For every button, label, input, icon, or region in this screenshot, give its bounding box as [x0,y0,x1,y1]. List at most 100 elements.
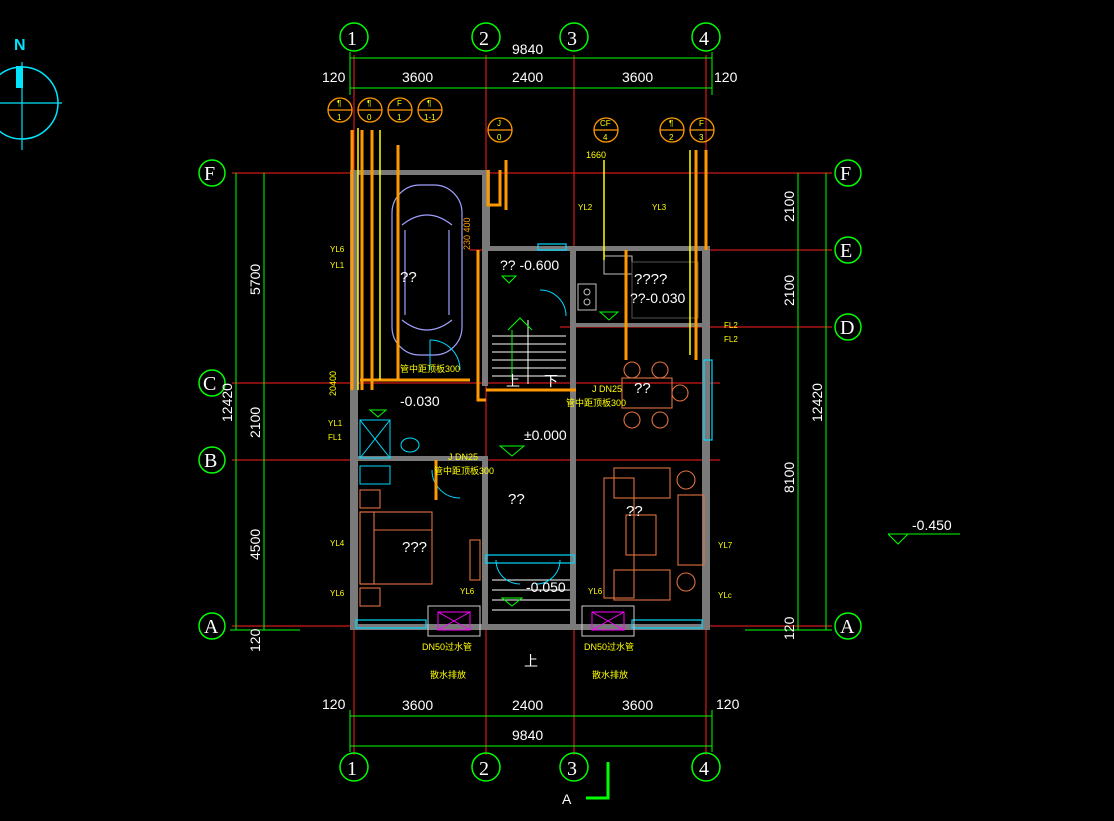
tag-tl-1-bot: 1 [337,113,342,122]
tag-tl-2-top: ¶ [367,99,371,108]
riser-right-4: YL7 [718,541,733,550]
dim-right-8100: 8100 [781,462,797,493]
note-pipe-bath: 管中距顶板300 [434,465,494,476]
axis-top-2: 2 [479,28,489,50]
riser-left-5: YL6 [330,589,345,598]
stairs [492,317,570,611]
elev-ground: ±0.000 [524,427,567,443]
room-dining: ?? [634,380,651,397]
axis-markers-right: F E D A [834,159,862,640]
note-pipe-garage: 管中距顶板300 [400,363,460,374]
furniture [359,361,705,607]
dim-bottom-120-left: 120 [322,696,346,712]
tag-tr-1-bot: 4 [603,133,608,142]
riser-left-0: YL6 [330,245,345,254]
dim-right-120: 120 [781,616,797,640]
riser-right-0: YL2 [578,203,593,212]
dim-right-2100-a: 2100 [781,191,797,222]
riser-right-1: YL3 [652,203,667,212]
note-pipe-width: 230 400 [462,217,472,250]
tag-tl-4-bot: 1-1 [424,113,436,122]
kitchen-fixtures [577,255,699,319]
note-20400: 20400 [328,371,338,396]
dim-left-5700: 5700 [247,264,263,295]
dim-bottom-120-right: 120 [716,696,740,712]
dim-bottom-3600-a: 3600 [402,697,433,713]
note-dn25-left: J DN25 [448,452,478,462]
tag-tm-bot: 0 [497,133,502,142]
drain-boxes [427,605,635,637]
bathroom-fixtures [359,419,420,485]
elevation-marks: ?? -0.600 ??-0.030 -0.030 ±0.000 -0.050 … [368,257,960,607]
riser-labels: YL6 YL1 YL1 FL1 YL4 YL6 YL6 YL2 YL3 FL2 … [328,203,738,600]
axis-top-1: 1 [347,28,357,50]
axis-top-3: 3 [567,28,577,50]
pipe-tags-top: ¶ 1 ¶ 0 F 1 ¶ 1-1 J 0 CF 4 ¶ 2 F 3 [327,97,715,143]
riser-left-6: YL6 [460,587,475,596]
stair-up-label: 上 [506,373,520,389]
room-kitchen: ???? [634,271,667,288]
note-drain-left: 散水排放 [430,669,466,680]
riser-left-3: FL1 [328,433,342,442]
dim-top-120-right: 120 [714,69,738,85]
walls [350,170,710,630]
elev-kitchen: ??-0.030 [630,290,685,306]
note-pipe-hall: 管中距顶板300 [566,397,626,408]
tag-tl-1-top: ¶ [337,99,341,108]
dim-top-120-left: 120 [322,69,346,85]
section-mark: A [562,762,610,807]
room-hall: ?? [508,491,525,508]
axis-grid [232,55,832,755]
dim-right-total: 12420 [809,383,825,422]
riser-left-2: YL1 [328,419,343,428]
note-drain-right: 散水排放 [592,669,628,680]
dim-top-3600-a: 3600 [402,69,433,85]
tag-tr-3-bot: 3 [699,133,704,142]
note-1660: 1660 [586,150,606,160]
dimension-lines [230,52,832,752]
riser-right-6: YL6 [588,587,603,596]
windows [355,243,713,629]
dim-bottom-total: 9840 [512,727,543,743]
riser-right-2: FL2 [724,321,738,330]
stair-down-label: 下 [544,373,558,389]
axis-left-a: A [204,616,219,638]
dim-bottom-3600-b: 3600 [622,697,653,713]
axis-bottom-2: 2 [479,758,489,780]
axis-left-f: F [204,163,215,185]
annotations: J DN25 J DN25 管中距顶板300 管中距顶板300 管中距顶板300… [328,150,634,680]
axis-left-c: C [203,373,216,395]
tag-tr-2-top: ¶ [669,119,673,128]
axis-bottom-1: 1 [347,758,357,780]
compass-label: N [14,37,26,54]
dim-left-120: 120 [247,628,263,652]
tag-tr-1-top: CF [600,119,611,128]
dim-left-4500: 4500 [247,529,263,560]
axis-top-4: 4 [699,28,709,50]
dim-bottom-2400: 2400 [512,697,543,713]
note-dn25-right: J DN25 [592,384,622,394]
doors [429,289,567,585]
axis-right-a: A [840,616,855,638]
tag-tl-3-bot: 1 [397,113,402,122]
entry-up-label: 上 [524,653,538,669]
dim-top-3600-b: 3600 [622,69,653,85]
riser-left-1: YL1 [330,261,345,270]
tag-tr-3-top: F [699,119,704,128]
axis-bottom-3: 3 [567,758,577,780]
water-pipes [350,130,708,500]
axis-markers-bottom: 1 2 3 4 [339,752,721,782]
axis-right-f: F [840,163,851,185]
axis-right-d: D [840,317,854,339]
note-drain-pipe-right: DN50过水管 [584,641,634,652]
dim-top-2400: 2400 [512,69,543,85]
elev-entry: -0.050 [526,579,566,595]
tag-tl-3-top: F [397,99,402,108]
tag-tl-2-bot: 0 [367,113,372,122]
room-garage: ?? [400,269,417,286]
car-icon [391,184,463,356]
dim-top-total: 9840 [512,41,543,57]
dim-left-total: 12420 [219,383,235,422]
tag-tm-top: J [497,119,501,128]
